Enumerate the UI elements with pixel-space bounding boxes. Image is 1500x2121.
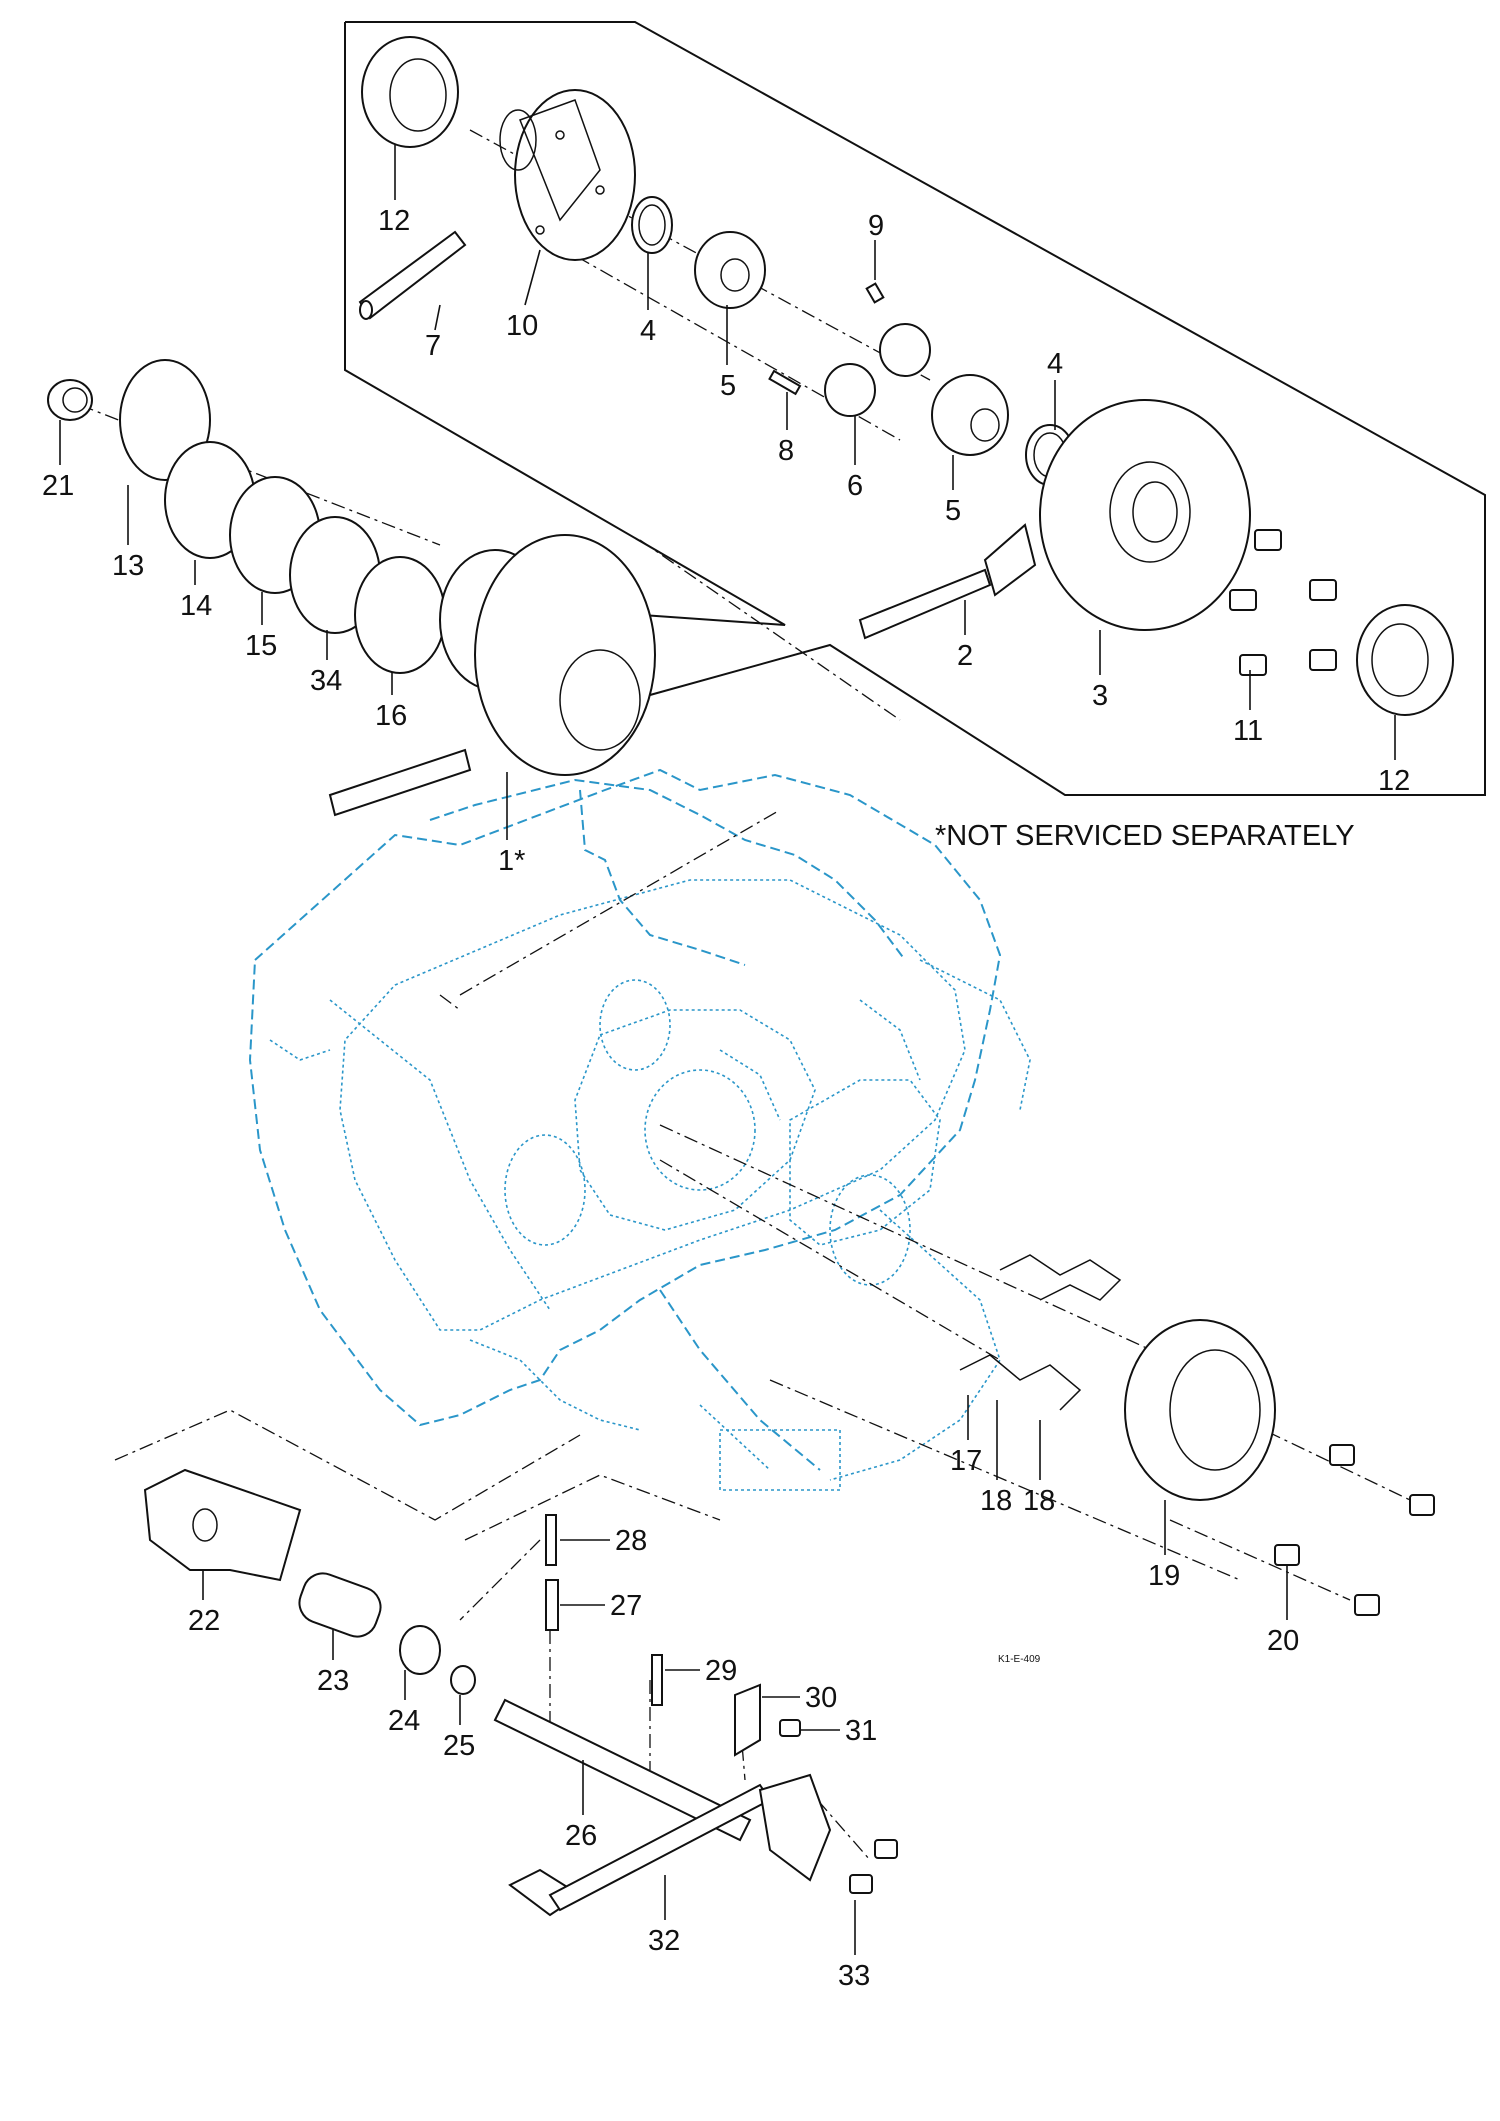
side-gear-5-right	[931, 374, 1009, 456]
label-4-left: 4	[640, 315, 656, 347]
label-19: 19	[1148, 1560, 1180, 1592]
label-28: 28	[615, 1525, 647, 1557]
label-2: 2	[957, 640, 973, 672]
pedal-lever-32	[508, 1773, 832, 1917]
label-13: 13	[112, 550, 144, 582]
washer-24	[399, 1625, 441, 1675]
label-5-right: 5	[945, 495, 961, 527]
label-24: 24	[388, 1705, 420, 1737]
label-3: 3	[1092, 680, 1108, 712]
label-16: 16	[375, 700, 407, 732]
transmission-case	[248, 768, 1031, 1491]
pinion-gear-6b	[824, 363, 876, 417]
label-8: 8	[778, 435, 794, 467]
label-18-b: 18	[1023, 1485, 1055, 1517]
label-32: 32	[648, 1925, 680, 1957]
shaft-26	[493, 1698, 752, 1842]
label-29: 29	[705, 1655, 737, 1687]
pin-27	[545, 1579, 559, 1631]
label-17: 17	[950, 1445, 982, 1477]
label-10: 10	[506, 310, 538, 342]
pinion-shaft-2	[858, 523, 1037, 640]
cover-19	[1124, 1319, 1276, 1501]
bolts-33	[849, 1839, 898, 1894]
label-22: 22	[188, 1605, 220, 1637]
assembly-lines	[79, 129, 1411, 1861]
pin-7	[358, 230, 467, 320]
label-15: 15	[245, 630, 277, 662]
label-4-right: 4	[1047, 348, 1063, 380]
label-21: 21	[42, 470, 74, 502]
pinion-gear-6a	[879, 323, 931, 377]
label-18-a: 18	[980, 1485, 1012, 1517]
label-7: 7	[425, 330, 441, 362]
clips-17-18	[959, 1254, 1122, 1411]
label-30: 30	[805, 1682, 837, 1714]
bolts-20	[1274, 1444, 1435, 1616]
not-serviced-note: *NOT SERVICED SEPARATELY	[935, 820, 1355, 852]
pin-8	[768, 369, 802, 396]
label-26: 26	[565, 1820, 597, 1852]
label-27: 27	[610, 1590, 642, 1622]
bolt-31	[779, 1719, 801, 1737]
label-1: 1*	[498, 845, 525, 877]
cap-21	[47, 379, 93, 421]
bolts-11	[1229, 529, 1337, 676]
leader-lines	[59, 145, 1396, 1955]
diagram-code: K1-E-409	[998, 1654, 1041, 1665]
label-34: 34	[310, 665, 342, 697]
pin-9	[865, 282, 885, 304]
plate-30	[734, 1683, 761, 1757]
label-14: 14	[180, 590, 212, 622]
label-6: 6	[847, 470, 863, 502]
detail-frame	[344, 21, 1486, 796]
differential-assembly-1	[328, 534, 656, 817]
label-5-left: 5	[720, 370, 736, 402]
differential-case-10	[499, 89, 636, 261]
label-12-top: 12	[378, 205, 410, 237]
bearing-12-top	[361, 36, 459, 148]
ring-25	[450, 1665, 476, 1695]
shim-16	[354, 556, 446, 674]
fork-22	[143, 1468, 302, 1582]
side-gear-5-left	[694, 231, 766, 309]
label-31: 31	[845, 1715, 877, 1747]
label-11: 11	[1233, 715, 1263, 747]
label-20: 20	[1267, 1625, 1299, 1657]
ring-gear-3	[1039, 399, 1251, 631]
pin-28	[545, 1514, 557, 1566]
label-33: 33	[838, 1960, 870, 1992]
bearing-12-right	[1356, 604, 1454, 716]
label-23: 23	[317, 1665, 349, 1697]
pin-29	[651, 1654, 663, 1706]
spring-23	[298, 1572, 382, 1638]
label-25: 25	[443, 1730, 475, 1762]
label-9: 9	[868, 210, 884, 242]
label-12-right: 12	[1378, 765, 1410, 797]
